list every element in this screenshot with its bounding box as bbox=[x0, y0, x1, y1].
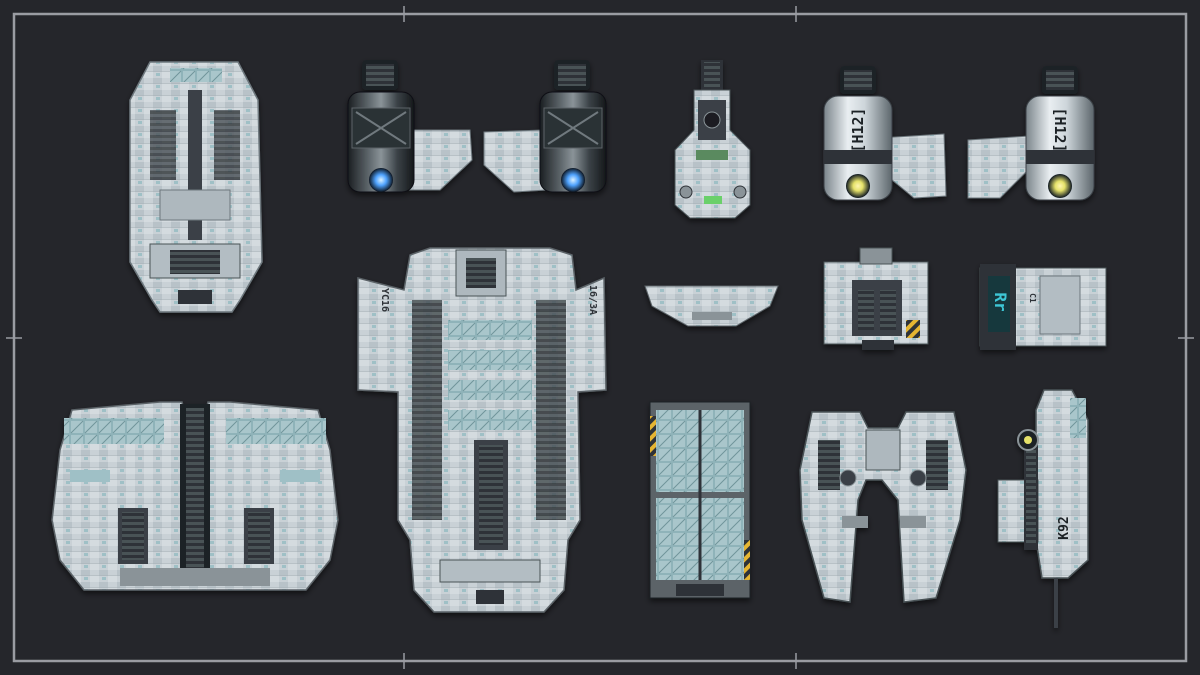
engine-glow-icon bbox=[846, 174, 870, 198]
crane-arm-module: K92 bbox=[997, 389, 1089, 628]
turret-module bbox=[674, 60, 751, 219]
hull-side-label-right: 16/3A bbox=[587, 285, 598, 315]
engine-glow-icon bbox=[369, 168, 393, 192]
container-block bbox=[823, 247, 929, 350]
hull-module-top-left bbox=[129, 61, 263, 313]
container-tag-label: C1 bbox=[1028, 293, 1037, 303]
hull-side-label-left: YC16 bbox=[379, 288, 390, 312]
sheet-frame bbox=[6, 6, 1194, 669]
engine-pod-1 bbox=[347, 60, 473, 193]
forked-module bbox=[799, 411, 967, 603]
engine-glow-icon bbox=[561, 168, 585, 192]
cargo-bay-module bbox=[649, 401, 751, 599]
engine-marking-label: [H12] bbox=[849, 107, 867, 152]
hull-module-wide bbox=[51, 401, 339, 591]
engine-glow-icon bbox=[1048, 174, 1072, 198]
arm-tag-label: K92 bbox=[1057, 516, 1072, 539]
engine-pod-4: [H12] bbox=[967, 66, 1095, 201]
wedge-plate bbox=[644, 285, 779, 327]
main-hull-central: YC16 16/3A bbox=[357, 247, 607, 613]
engine-pod-2 bbox=[483, 60, 607, 193]
engine-pod-3: [H12] bbox=[823, 66, 947, 201]
engine-marking-label: [H12] bbox=[1051, 107, 1069, 152]
cargo-container: Rr C1 bbox=[979, 264, 1107, 350]
container-screen-label: Rr bbox=[991, 292, 1010, 311]
